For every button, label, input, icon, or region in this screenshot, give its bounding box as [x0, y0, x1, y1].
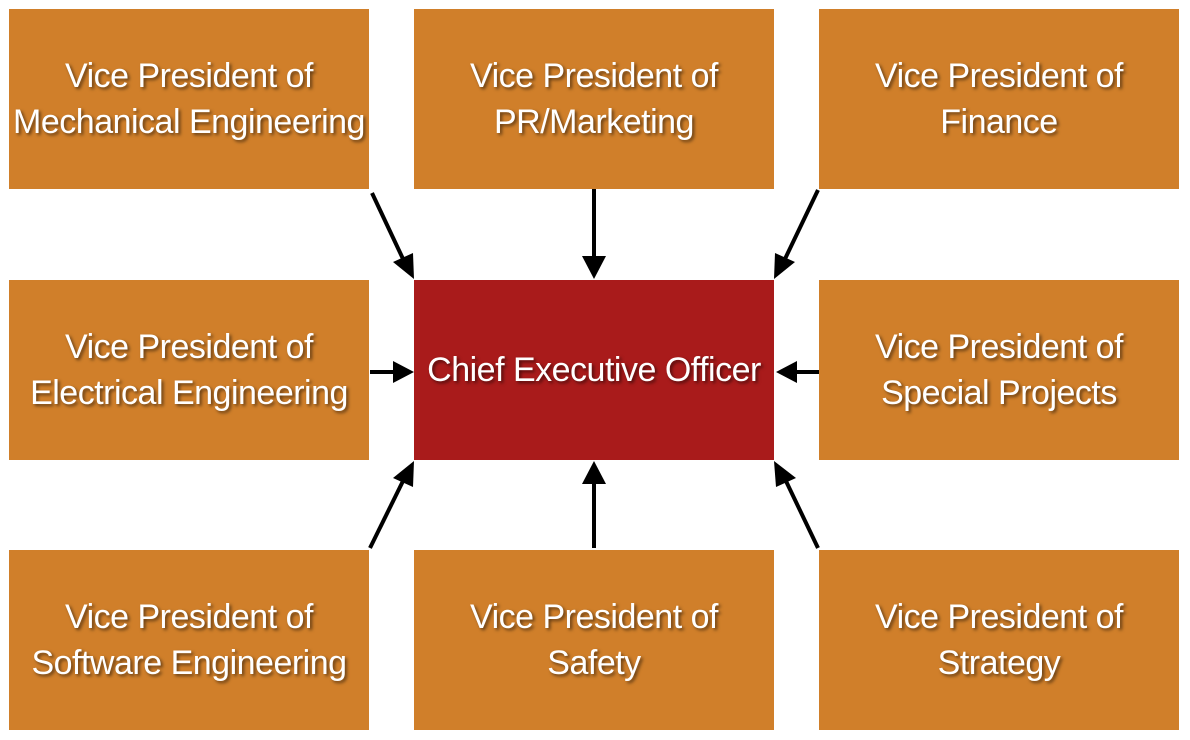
arrow-strategy-to-ceo [774, 461, 820, 549]
vp-special-projects-department: Special Projects [881, 374, 1117, 412]
vp-strategy-title: Vice President of [875, 598, 1123, 636]
vp-mechanical-engineering-box: Vice President of Mechanical Engineering [9, 9, 369, 189]
vp-pr-marketing-department: PR/Marketing [494, 103, 694, 141]
vp-electrical-engineering-box: Vice President of Electrical Engineering [9, 280, 369, 460]
vp-software-engineering-label: Vice President of Software Engineering [31, 594, 347, 686]
ceo-box: Chief Executive Officer [414, 280, 774, 460]
vp-software-engineering-department: Software Engineering [31, 644, 347, 682]
vp-finance-box: Vice President of Finance [819, 9, 1179, 189]
vp-strategy-department: Strategy [937, 644, 1061, 682]
vp-special-projects-title: Vice President of [875, 328, 1123, 366]
arrow-special-projects-to-ceo [776, 361, 819, 383]
arrow-safety-to-ceo [582, 461, 606, 548]
ceo-title: Chief Executive Officer [427, 351, 761, 389]
vp-mechanical-engineering-title: Vice President of [65, 57, 313, 95]
vp-software-engineering-box: Vice President of Software Engineering [9, 550, 369, 730]
arrow-mechanical-to-ceo [370, 192, 414, 279]
vp-special-projects-label: Vice President of Special Projects [875, 324, 1123, 416]
vp-pr-marketing-title: Vice President of [470, 57, 718, 95]
vp-safety-label: Vice President of Safety [470, 594, 718, 686]
vp-mechanical-engineering-department: Mechanical Engineering [13, 103, 365, 141]
vp-strategy-box: Vice President of Strategy [819, 550, 1179, 730]
vp-pr-marketing-box: Vice President of PR/Marketing [414, 9, 774, 189]
vp-special-projects-box: Vice President of Special Projects [819, 280, 1179, 460]
vp-electrical-engineering-title: Vice President of [65, 328, 313, 366]
ceo-label: Chief Executive Officer [427, 347, 761, 393]
vp-finance-title: Vice President of [875, 57, 1123, 95]
vp-finance-department: Finance [940, 103, 1058, 141]
arrow-electrical-to-ceo [370, 361, 414, 383]
vp-safety-box: Vice President of Safety [414, 550, 774, 730]
vp-finance-label: Vice President of Finance [875, 53, 1123, 145]
vp-electrical-engineering-label: Vice President of Electrical Engineering [30, 324, 348, 416]
vp-electrical-engineering-department: Electrical Engineering [30, 374, 348, 412]
arrow-software-to-ceo [368, 461, 414, 549]
vp-safety-title: Vice President of [470, 598, 718, 636]
arrow-pr-marketing-to-ceo [582, 189, 606, 279]
vp-software-engineering-title: Vice President of [65, 598, 313, 636]
arrow-finance-to-ceo [774, 189, 820, 279]
vp-mechanical-engineering-label: Vice President of Mechanical Engineering [13, 53, 365, 145]
vp-safety-department: Safety [547, 644, 641, 682]
vp-pr-marketing-label: Vice President of PR/Marketing [470, 53, 718, 145]
vp-strategy-label: Vice President of Strategy [875, 594, 1123, 686]
